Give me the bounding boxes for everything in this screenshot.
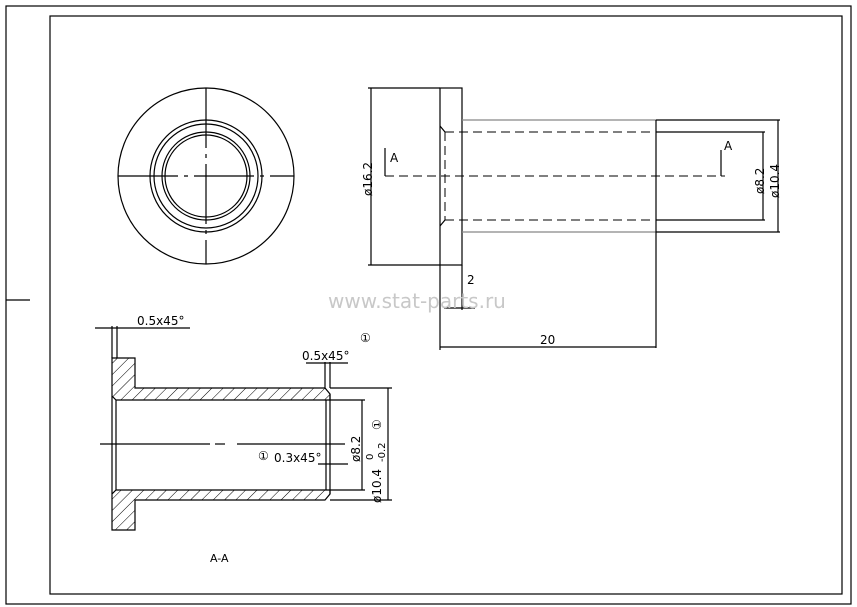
tolerance-upper: 0 <box>365 454 376 460</box>
outer-diameter-label: ø10.4 <box>768 164 782 198</box>
inner-frame <box>49 15 843 595</box>
inner-diameter-label: ø8.2 <box>753 168 767 194</box>
side-view: ø16.2 A A ø8.2 ø10.4 20 2 <box>361 87 782 350</box>
section-marker-left: A <box>390 151 399 165</box>
note-marker-top: ① <box>360 331 371 345</box>
flange-diameter-label: ø16.2 <box>361 162 375 196</box>
chamfer-inner-label: 0.3x45° <box>274 451 321 465</box>
note-marker-tolerance: ① <box>370 419 384 430</box>
watermark: www.stat-parts.ru <box>328 289 506 313</box>
tolerance-lower: -0.2 <box>377 442 388 462</box>
section-inner-diameter-label: ø8.2 <box>349 436 363 462</box>
section-outer-diameter-label: ø10.4 <box>370 469 384 503</box>
chamfer-right-label: 0.5x45° <box>302 349 349 363</box>
chamfer-left-label: 0.5x45° <box>137 314 184 328</box>
flange-thickness-label: 2 <box>467 273 475 287</box>
section-marker-right: A <box>724 139 733 153</box>
front-view <box>117 87 295 265</box>
length-label: 20 <box>540 333 555 347</box>
outer-frame <box>5 5 852 605</box>
note-marker-inner: ① <box>258 449 269 463</box>
section-view: 0.5x45° 0.5x45° ① ① 0.3x45° ø8.2 ø10.4 0… <box>95 314 392 565</box>
section-title: A-A <box>210 552 229 565</box>
